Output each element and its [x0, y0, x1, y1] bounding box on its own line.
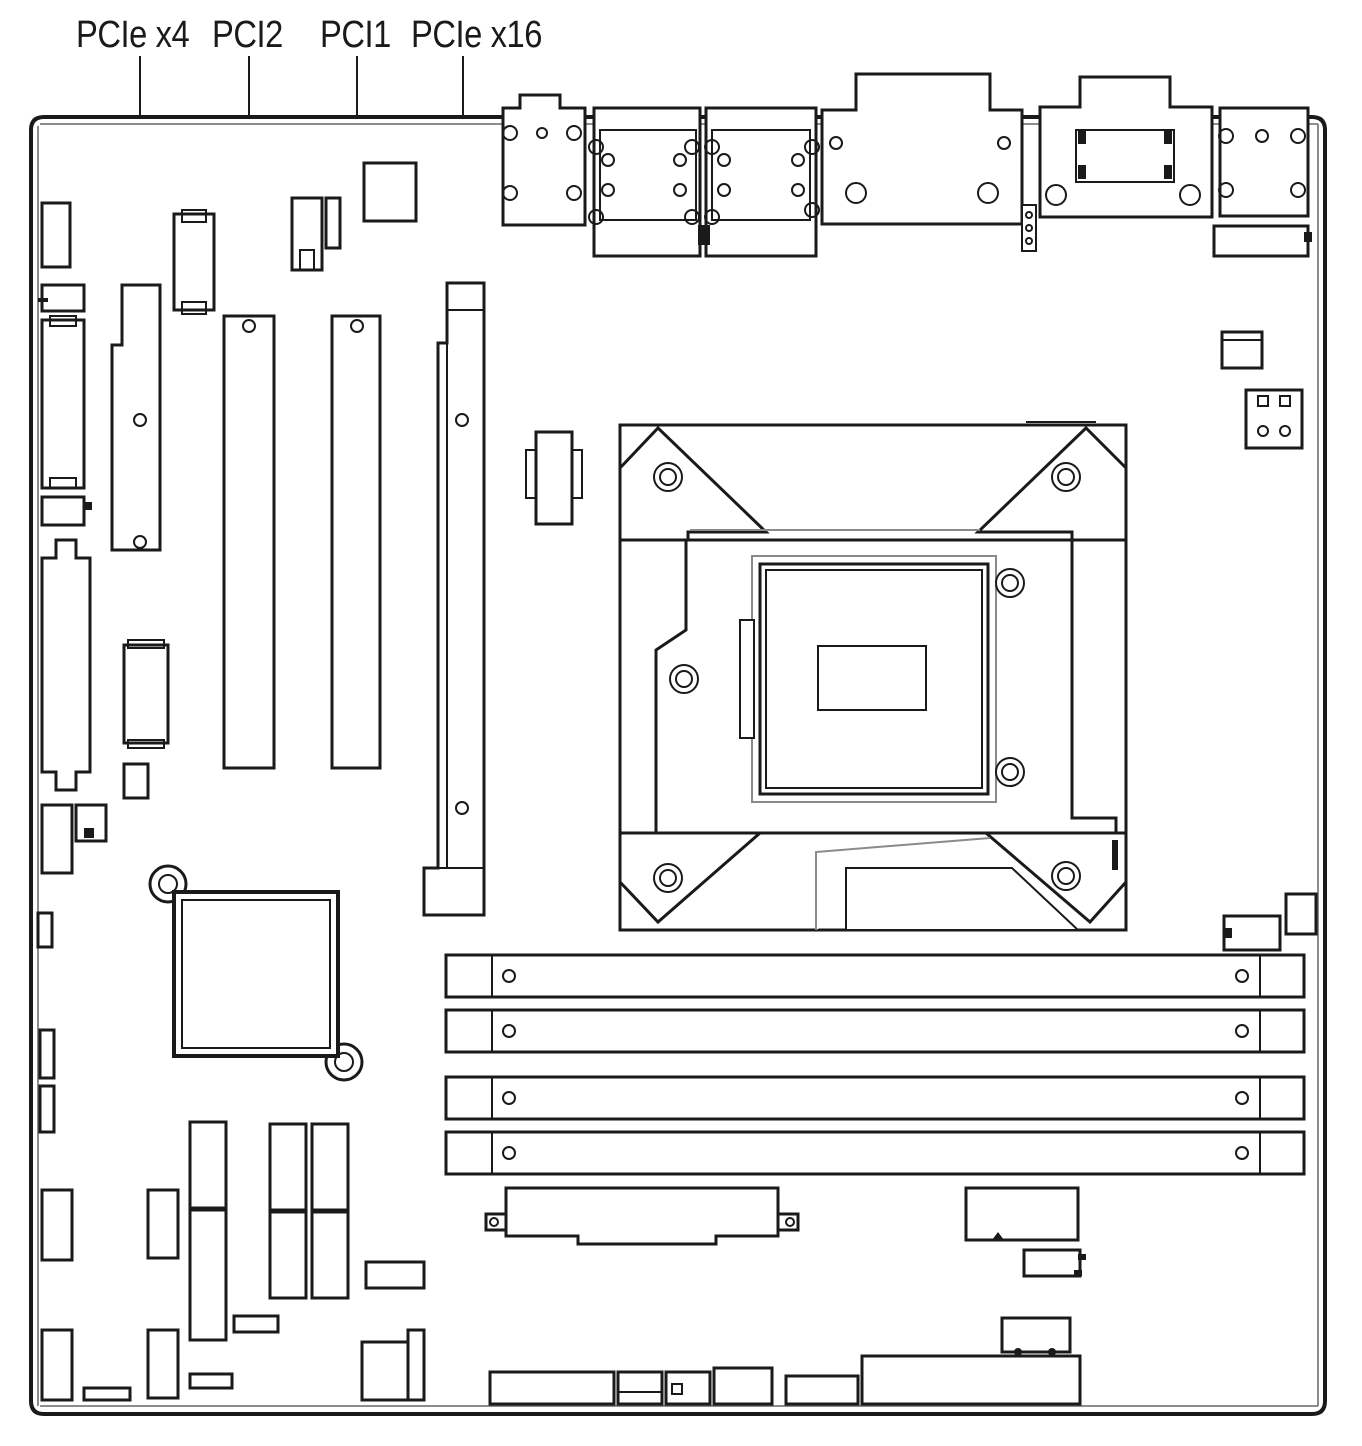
dimm-slot-1	[444, 953, 1306, 999]
label-pci1: PCI1	[320, 14, 391, 56]
cpu-socket	[618, 421, 1128, 932]
usb-connector	[1218, 106, 1310, 218]
pcie-x16-slot	[422, 281, 486, 917]
lan-usb-stack-2	[704, 106, 818, 258]
atx-12v-power-connector	[1244, 388, 1304, 450]
pci1-slot	[330, 314, 382, 770]
dimm-slot-4	[444, 1130, 1306, 1176]
pcie-x4-slot	[110, 283, 162, 552]
lan-usb-stack-1	[592, 106, 702, 258]
chipset	[148, 864, 364, 1082]
dimm-slot-3	[444, 1075, 1306, 1121]
dimm-slot-2	[444, 1008, 1306, 1054]
dimm-slots	[444, 953, 1306, 1176]
audio-jack-connector	[501, 93, 587, 227]
pci2-slot	[222, 314, 276, 770]
rear-io-panel	[501, 72, 1312, 258]
label-pcie-x16: PCIe x16	[411, 14, 542, 56]
label-pci2: PCI2	[212, 14, 283, 56]
label-pcie-x4: PCIe x4	[76, 14, 190, 56]
bottom-headers	[488, 1354, 1082, 1406]
sata-connectors	[268, 1122, 350, 1300]
left-edge-connectors	[36, 201, 132, 1402]
atx-power-connector	[484, 1186, 800, 1246]
